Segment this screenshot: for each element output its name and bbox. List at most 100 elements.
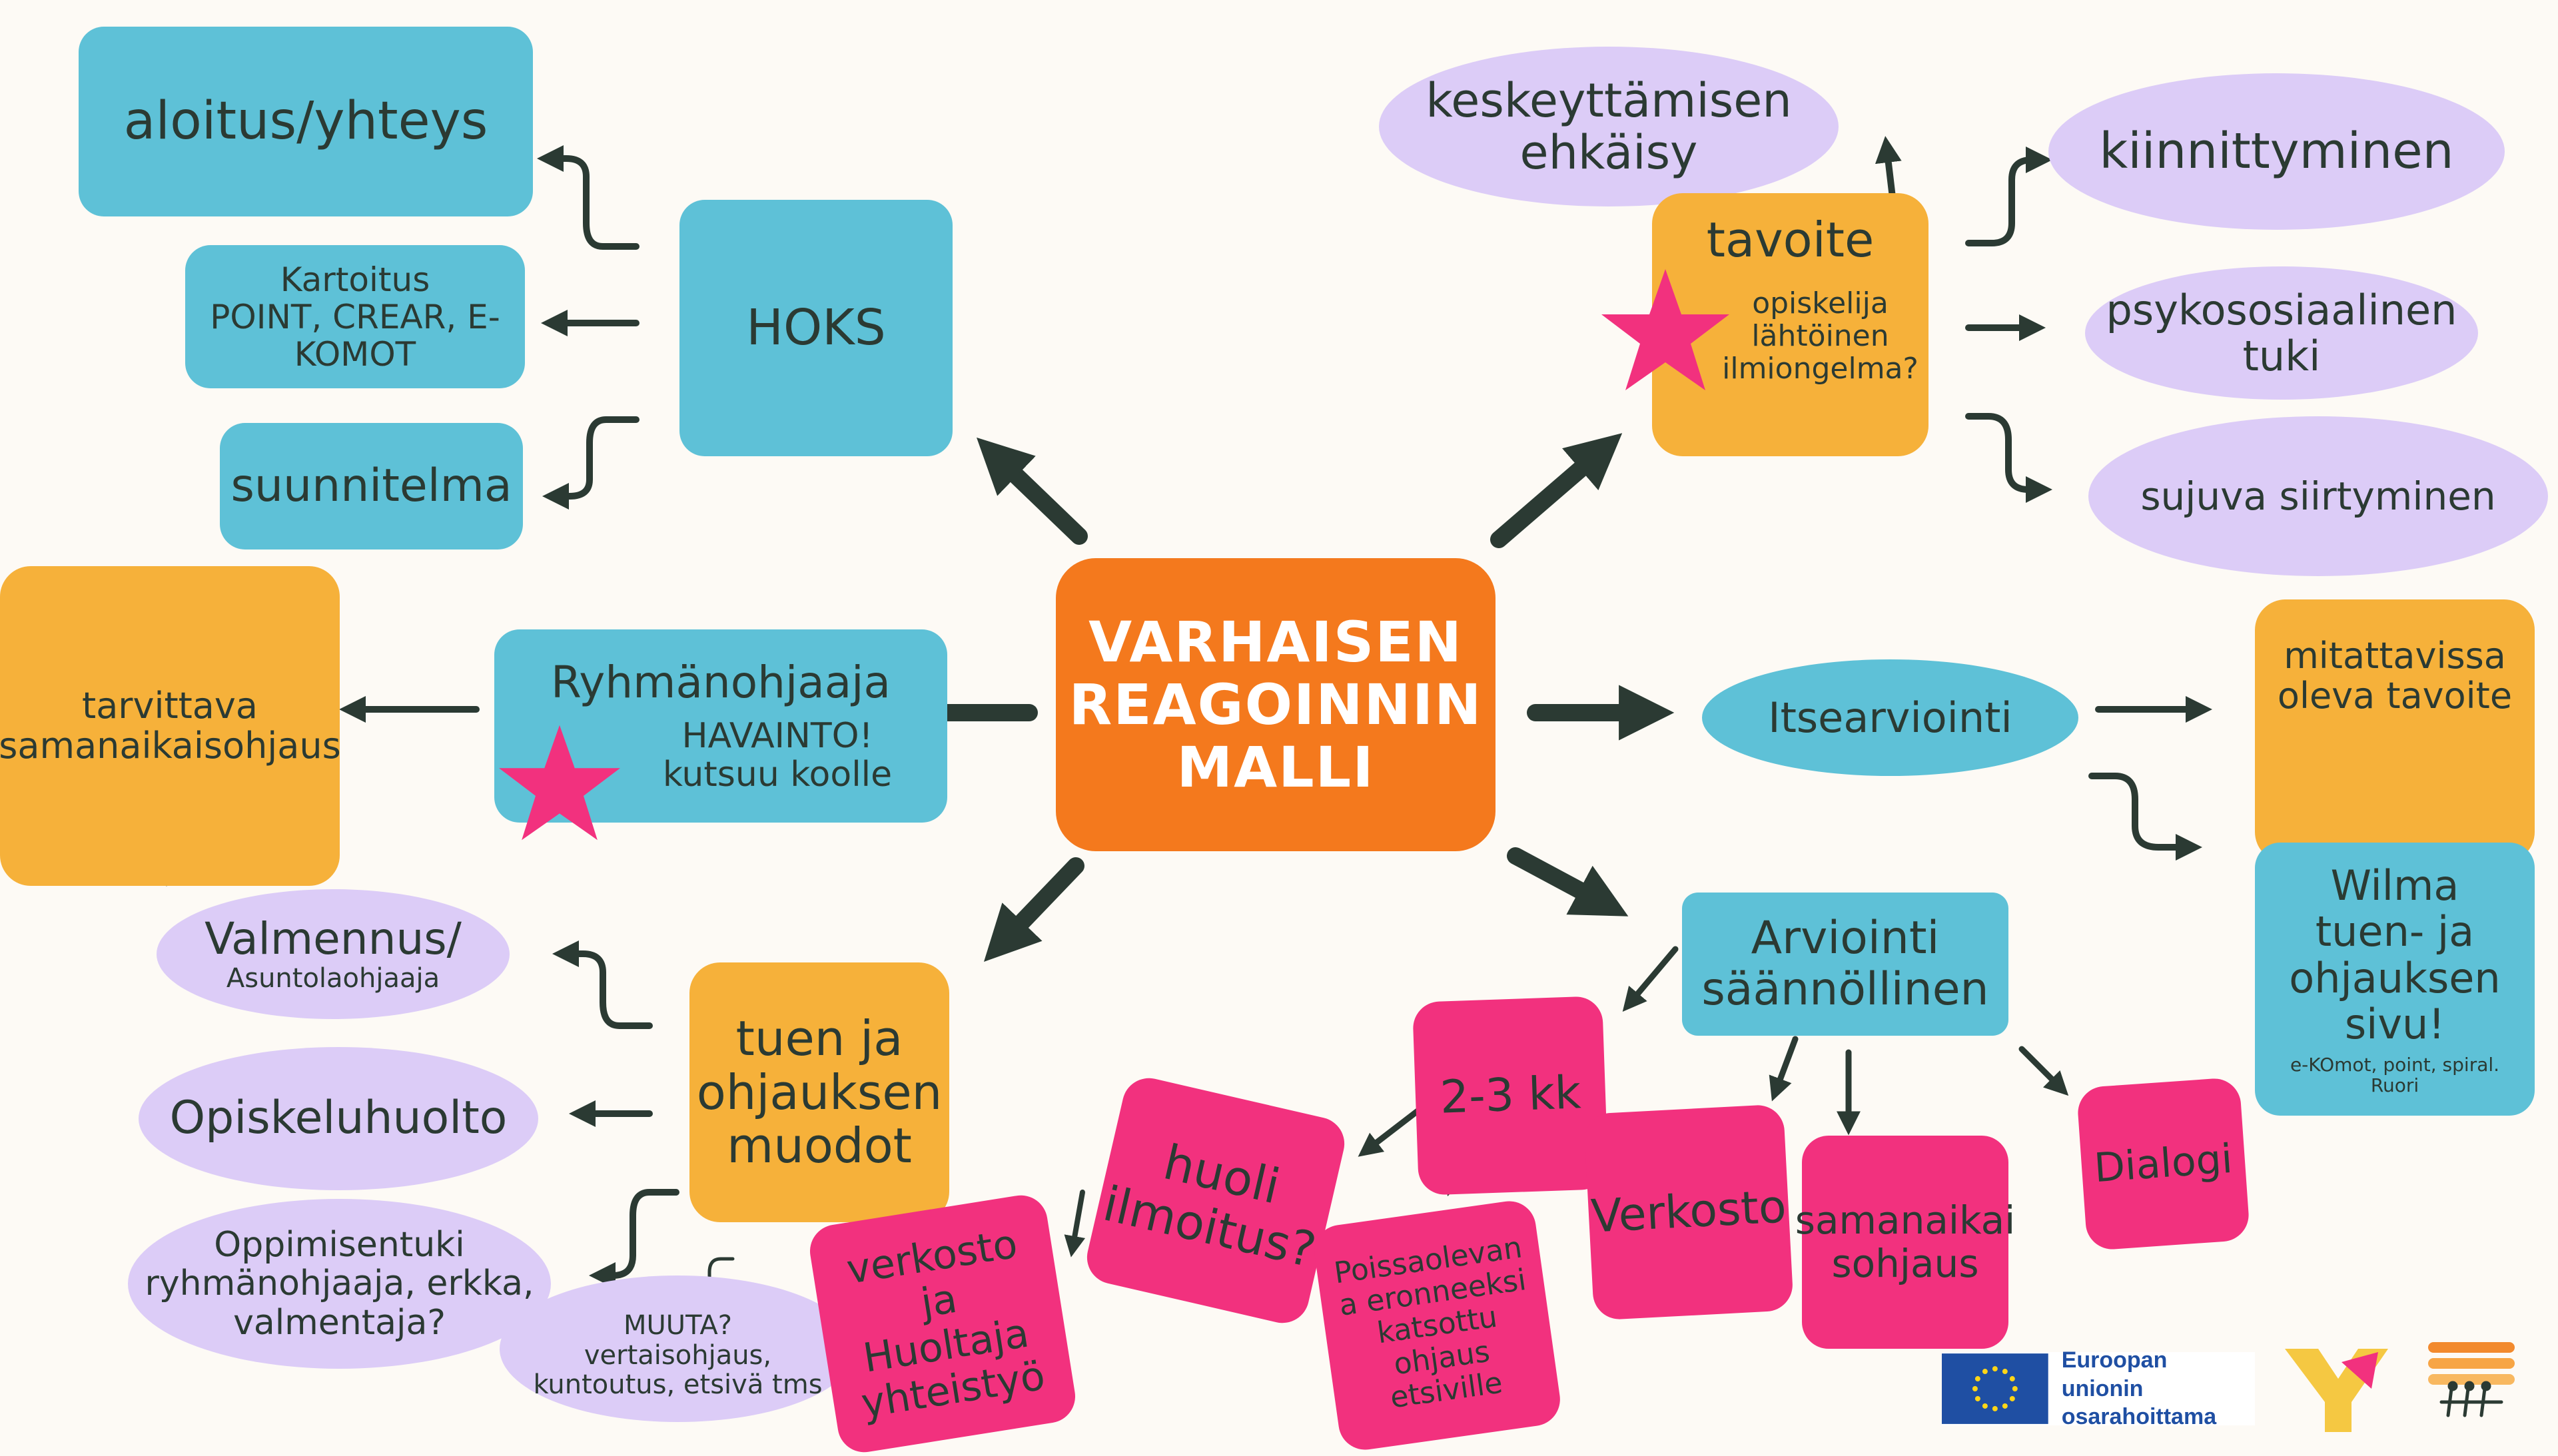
ryhmanohjaaja-title: Ryhmänohjaaja — [551, 656, 891, 708]
arrow-tuen-to-valmennus — [552, 940, 653, 1029]
tuen-line-2: ohjauksen — [696, 1064, 943, 1120]
arrow-arviointi-to-kk — [1622, 946, 1679, 1012]
mitattavissa-line-2: oleva tavoite — [2277, 675, 2513, 717]
arrow-tavoite-to-kiinnittyminen — [1965, 147, 2052, 246]
wilma-line-1: Wilma — [2330, 861, 2459, 910]
tarvittava-line-2: samanaikaisohjaus — [0, 725, 341, 767]
center-line-1: VARHAISEN — [1088, 609, 1463, 675]
eu-logo: Euroopan unionin osarahoittama — [1942, 1347, 2255, 1429]
psykososiaalinen-node: psykososiaalinen tuki — [2085, 266, 2478, 400]
arrow-arviointi-to-verkosto-arrow — [1769, 1036, 1799, 1102]
wilma-line-4: sivu! — [2344, 1000, 2445, 1049]
star-icon — [1601, 269, 1729, 390]
wilma-node: Wilma tuen- ja ohjauksen sivu! e-KOmot, … — [2255, 843, 2535, 1116]
arrow-center-to-tavoite — [1490, 433, 1623, 548]
valmennus-node: Valmennus/ Asuntolaohjaaja — [157, 889, 510, 1019]
valmennus-sub: Asuntolaohjaaja — [226, 963, 440, 994]
eu-label-line-1: Euroopan unionin — [2061, 1347, 2168, 1401]
keskeyttamisen-node: keskeyttämisen ehkäisy — [1379, 47, 1839, 206]
samanaikai-node: samanaikai sohjaus — [1795, 1136, 2015, 1349]
tarvittava-line-1: tarvittava — [82, 684, 258, 727]
tuen-node: tuen ja ohjauksen muodot — [689, 962, 949, 1222]
center-line-3: MALLI — [1176, 735, 1375, 801]
valmennus-title: Valmennus/ — [205, 913, 462, 965]
oppimisentuki-line-2: ryhmänohjaaja, erkka, — [145, 1264, 534, 1304]
ryhmanohjaaja-line-2: kutsuu koolle — [662, 754, 893, 795]
arviointi-node: Arviointi säännöllinen — [1682, 893, 2008, 1036]
sujuva-node: sujuva siirtyminen — [2088, 416, 2548, 576]
hoks-node: HOKS — [679, 200, 953, 456]
oppimisentuki-node: Oppimisentuki ryhmänohjaaja, erkka, valm… — [128, 1199, 551, 1369]
kartoitus-line-1: Kartoitus — [280, 260, 430, 299]
keskeyttamisen-line-1: keskeyttämisen — [1426, 73, 1792, 128]
aloitus-label: aloitus/yhteys — [123, 91, 488, 151]
wilma-sub-1: e-KOmot, point, spiral. — [2290, 1053, 2500, 1076]
psykososiaalinen-line-2: tuki — [2242, 332, 2321, 380]
tavoite-line-2: lähtöinen — [1751, 318, 1889, 353]
arviointi-line-1: Arviointi — [1751, 912, 1940, 965]
verkosto-huoltaja-line-2: ja — [917, 1275, 961, 1327]
center-node: VARHAISEN REAGOINNIN MALLI — [1056, 558, 1495, 851]
dialogi-label: Dialogi — [2092, 1135, 2234, 1192]
sujuva-label: sujuva siirtyminen — [2140, 473, 2496, 519]
opiskeluhuolto-label: Opiskeluhuolto — [169, 1092, 508, 1145]
arrow-hoks-to-suunnitelma — [542, 416, 640, 510]
tuen-line-3: muodot — [727, 1118, 912, 1174]
itsearviointi-label: Itsearviointi — [1768, 693, 2012, 742]
arrow-center-to-hoks — [977, 437, 1088, 545]
verkosto-huoltaja-node: verkosto ja Huoltaja yhteistyö — [806, 1191, 1079, 1456]
hoks-label: HOKS — [746, 299, 886, 357]
wilma-sub-2: Ruori — [2370, 1074, 2419, 1096]
muuta-line-2: vertaisohjaus, — [584, 1339, 772, 1371]
wilma-line-3: ohjauksen — [2289, 953, 2501, 1002]
tavoite-line-3: ilmiongelma? — [1722, 352, 1918, 386]
samanaikai-line-1: samanaikai — [1795, 1198, 2016, 1244]
tavoite-line-1: opiskelija — [1752, 286, 1889, 320]
y-logo-icon — [2285, 1349, 2388, 1432]
oppimisentuki-line-3: valmentaja? — [233, 1302, 446, 1343]
arrow-tuen-to-oppimisentuki — [589, 1189, 679, 1289]
mitattavissa-line-1: mitattavissa — [2284, 635, 2506, 677]
kiinnittyminen-label: kiinnittyminen — [2099, 123, 2454, 181]
suunnitelma-label: suunnitelma — [230, 459, 512, 512]
arrow-huoli-to-verkosto-huoltaja — [1064, 1190, 1086, 1258]
arrow-center-to-arviointi — [1507, 847, 1629, 916]
star-icon — [499, 725, 620, 841]
psykososiaalinen-line-1: psykososiaalinen — [2106, 285, 2457, 334]
kartoitus-line-2: POINT, CREAR, E- — [210, 297, 500, 336]
verkosto-node: Verkosto — [1583, 1104, 1794, 1321]
rowing-logo-icon — [2428, 1342, 2515, 1417]
opiskeluhuolto-node: Opiskeluhuolto — [139, 1047, 538, 1190]
tarvittava-node: tarvittava samanaikaisohjaus — [0, 566, 341, 886]
arviointi-line-2: säännöllinen — [1701, 962, 1989, 1016]
arrow-arviointi-to-dialogi — [2018, 1046, 2069, 1096]
ryhmanohjaaja-node: Ryhmänohjaaja HAVAINTO! kutsuu koolle — [494, 629, 947, 823]
eu-label-line-2: osarahoittama — [2061, 1404, 2217, 1430]
kartoitus-line-3: KOMOT — [294, 334, 416, 374]
kk-node: 2-3 kk — [1412, 996, 1609, 1196]
ryhmanohjaaja-line-1: HAVAINTO! — [681, 715, 873, 756]
tuen-line-1: tuen ja — [735, 1010, 903, 1067]
itsearviointi-node: Itsearviointi — [1702, 659, 2078, 776]
verkosto-label: Verkosto — [1589, 1180, 1788, 1244]
dialogi-node: Dialogi — [2076, 1076, 2251, 1252]
poissaolevan-node: Poissaolevan a eronneeksi katsottu ohjau… — [1310, 1198, 1564, 1453]
samanaikai-line-2: sohjaus — [1831, 1241, 1979, 1286]
eu-flag-icon — [1942, 1353, 2048, 1424]
tavoite-title: tavoite — [1706, 212, 1875, 268]
center-line-2: REAGOINNIN — [1068, 671, 1483, 737]
muuta-node: MUUTA? vertaisohjaus, kuntoutus, etsivä … — [500, 1275, 856, 1422]
wilma-line-2: tuen- ja — [2315, 907, 2475, 956]
arrow-itsearviointi-to-wilma — [2088, 773, 2202, 861]
kiinnittyminen-node: kiinnittyminen — [2048, 73, 2505, 230]
oppimisentuki-line-1: Oppimisentuki — [214, 1225, 465, 1266]
mitattavissa-node: mitattavissa oleva tavoite — [2255, 599, 2535, 863]
kartoitus-node: Kartoitus POINT, CREAR, E- KOMOT — [185, 245, 525, 388]
muuta-line-1: MUUTA? — [624, 1309, 732, 1341]
arrow-tavoite-to-sujuva — [1965, 413, 2052, 503]
muuta-line-3: kuntoutus, etsivä tms — [533, 1369, 823, 1401]
keskeyttamisen-line-2: ehkäisy — [1519, 125, 1698, 180]
kk-label: 2-3 kk — [1439, 1066, 1582, 1124]
suunnitelma-node: suunnitelma — [220, 423, 523, 549]
